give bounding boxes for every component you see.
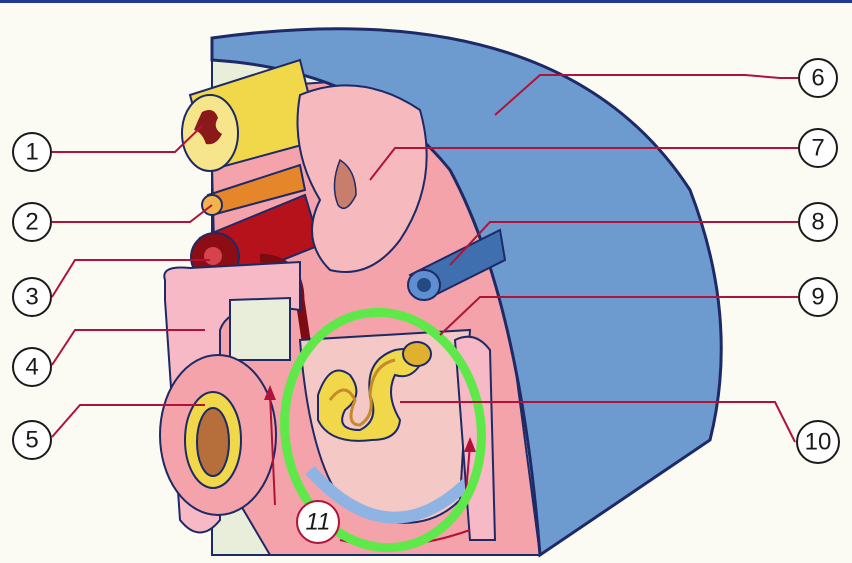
callout-11: 11 xyxy=(297,501,339,543)
callout-11-label: 11 xyxy=(306,509,331,536)
callout-3: 3 xyxy=(13,278,51,316)
callout-5: 5 xyxy=(13,421,51,459)
callout-1: 1 xyxy=(13,133,51,171)
callout-10-label: 10 xyxy=(805,429,832,456)
callout-9: 9 xyxy=(799,278,837,316)
callout-3-label: 3 xyxy=(25,284,38,311)
ring-lumen xyxy=(197,408,229,476)
callout-4: 4 xyxy=(13,348,51,386)
callout-6-label: 6 xyxy=(811,65,824,92)
leader-1 xyxy=(52,125,203,152)
callout-2-label: 2 xyxy=(25,209,38,236)
callout-4-label: 4 xyxy=(25,354,38,381)
leader-2 xyxy=(52,205,212,222)
callout-10: 10 xyxy=(797,421,839,463)
callout-7-label: 7 xyxy=(811,135,824,162)
callout-6: 6 xyxy=(799,59,837,97)
callout-7: 7 xyxy=(799,129,837,167)
blue-vessel-lumen xyxy=(417,278,431,292)
callout-2: 2 xyxy=(13,203,51,241)
gland-duct-end xyxy=(403,342,431,366)
artery-lumen xyxy=(204,247,222,265)
callout-1-label: 1 xyxy=(25,139,38,166)
left-window xyxy=(230,298,290,360)
callout-8-label: 8 xyxy=(811,209,824,236)
callout-8: 8 xyxy=(799,203,837,241)
callout-5-label: 5 xyxy=(25,427,38,454)
callout-9-label: 9 xyxy=(811,284,824,311)
